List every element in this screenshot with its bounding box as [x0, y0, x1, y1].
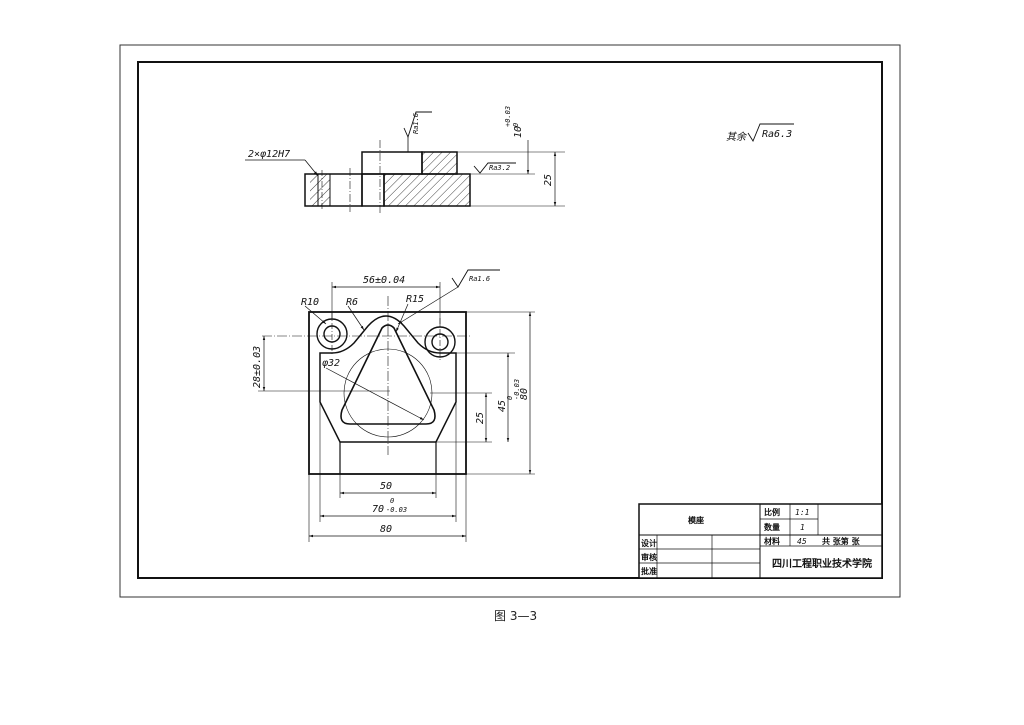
qty-label: 数量 [764, 522, 780, 532]
dim-56-label: 56±0.04 [363, 275, 405, 286]
roughness-top-label: Ra1.6 [412, 113, 420, 134]
design-label: 设计 [641, 538, 657, 548]
general-roughness-note: 其余 Ra6.3 [726, 123, 794, 143]
plan-roughness-label: Ra1.6 [469, 275, 490, 283]
dim-10-label: 10 [513, 126, 524, 138]
base-center [361, 173, 385, 207]
dim-10-upper: +0.03 [504, 106, 512, 127]
general-roughness-prefix: 其余 [726, 131, 748, 143]
base-left-hole-hatch [310, 174, 330, 206]
figure-caption: 图 3—3 [494, 609, 537, 623]
dim-45-lower: -0.03 [513, 379, 521, 400]
dim-45-upper: 0 [506, 396, 514, 400]
outer-border [119, 44, 901, 598]
part-name: 模座 [688, 515, 704, 525]
dim-28-label: 28±0.03 [252, 346, 263, 388]
general-roughness-value: Ra6.3 [762, 129, 792, 140]
base-right-hatched [383, 173, 471, 207]
approve-label: 批准 [641, 566, 657, 576]
dim-70-label: 70 [372, 504, 384, 515]
sheet-text: 共 张第 张 [822, 536, 861, 546]
boss-right-hatched [421, 151, 458, 175]
roughness-top-symbol [403, 111, 432, 139]
scale-label: 比例 [764, 507, 780, 517]
section-view: 2×φ12H7 Ra1.6 Ra3.2 25 10 +0.03 0 [245, 106, 565, 215]
dim-80h-label: 80 [380, 524, 392, 535]
r6-leader [347, 305, 365, 331]
school-name: 四川工程职业技术学院 [772, 557, 872, 570]
qty-value: 1 [800, 523, 805, 532]
roughness-step-label: Ra3.2 [489, 164, 510, 172]
material-value: 45 [797, 537, 807, 546]
boss-left [361, 151, 423, 175]
r6-label: R6 [346, 297, 358, 308]
plan-view: 56±0.04 Ra1.6 R10 R6 R15 φ32 28±0.03 25 … [252, 269, 535, 542]
general-roughness-symbol [747, 123, 794, 142]
scale-value: 1:1 [795, 508, 809, 517]
dim-45-label: 45 [497, 400, 508, 412]
plan-roughness-leader [397, 286, 459, 325]
title-block: 模座 比例 1:1 数量 1 材料 45 共 张第 张 设计 审核 批准 四川工… [638, 503, 883, 579]
plan-roughness-symbol [451, 269, 500, 288]
r15-leader [395, 303, 409, 333]
hole-spec-label: 2×φ12H7 [248, 149, 290, 160]
dim-25-plan-label: 25 [475, 412, 486, 424]
r10-label: R10 [301, 297, 319, 308]
dim-25-label: 25 [543, 174, 554, 186]
r10-leader [304, 305, 327, 325]
r15-label: R15 [406, 294, 424, 305]
dim-80v-label: 80 [519, 388, 530, 400]
hole-leader-tip [304, 159, 319, 177]
material-label: 材料 [764, 536, 780, 546]
triangle-pocket [340, 324, 436, 425]
dia32-label: φ32 [322, 358, 340, 369]
dim-70-upper: 0 [390, 497, 394, 505]
dim-70-lower: -0.03 [386, 506, 407, 514]
dia32-leader [325, 367, 425, 421]
inner-frame [137, 61, 883, 579]
dim-50-label: 50 [380, 481, 392, 492]
check-label: 审核 [641, 552, 657, 562]
dim-10-lower: 0 [512, 123, 520, 127]
roughness-step-symbol [473, 162, 516, 174]
